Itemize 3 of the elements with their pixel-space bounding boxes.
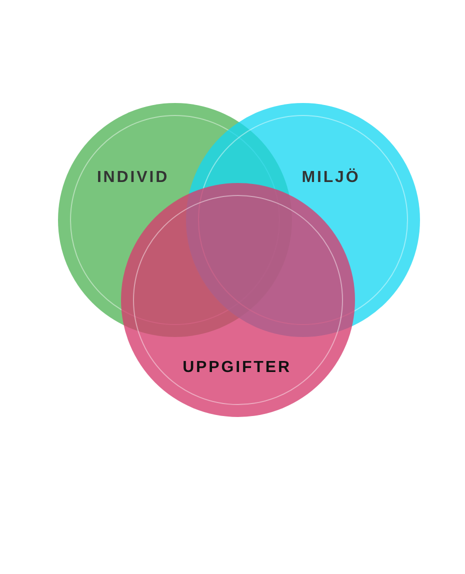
circle-label: UPPGIFTER	[182, 358, 292, 378]
circle-label: MILJÖ	[302, 167, 360, 188]
circle-label: INDIVID	[96, 168, 170, 188]
